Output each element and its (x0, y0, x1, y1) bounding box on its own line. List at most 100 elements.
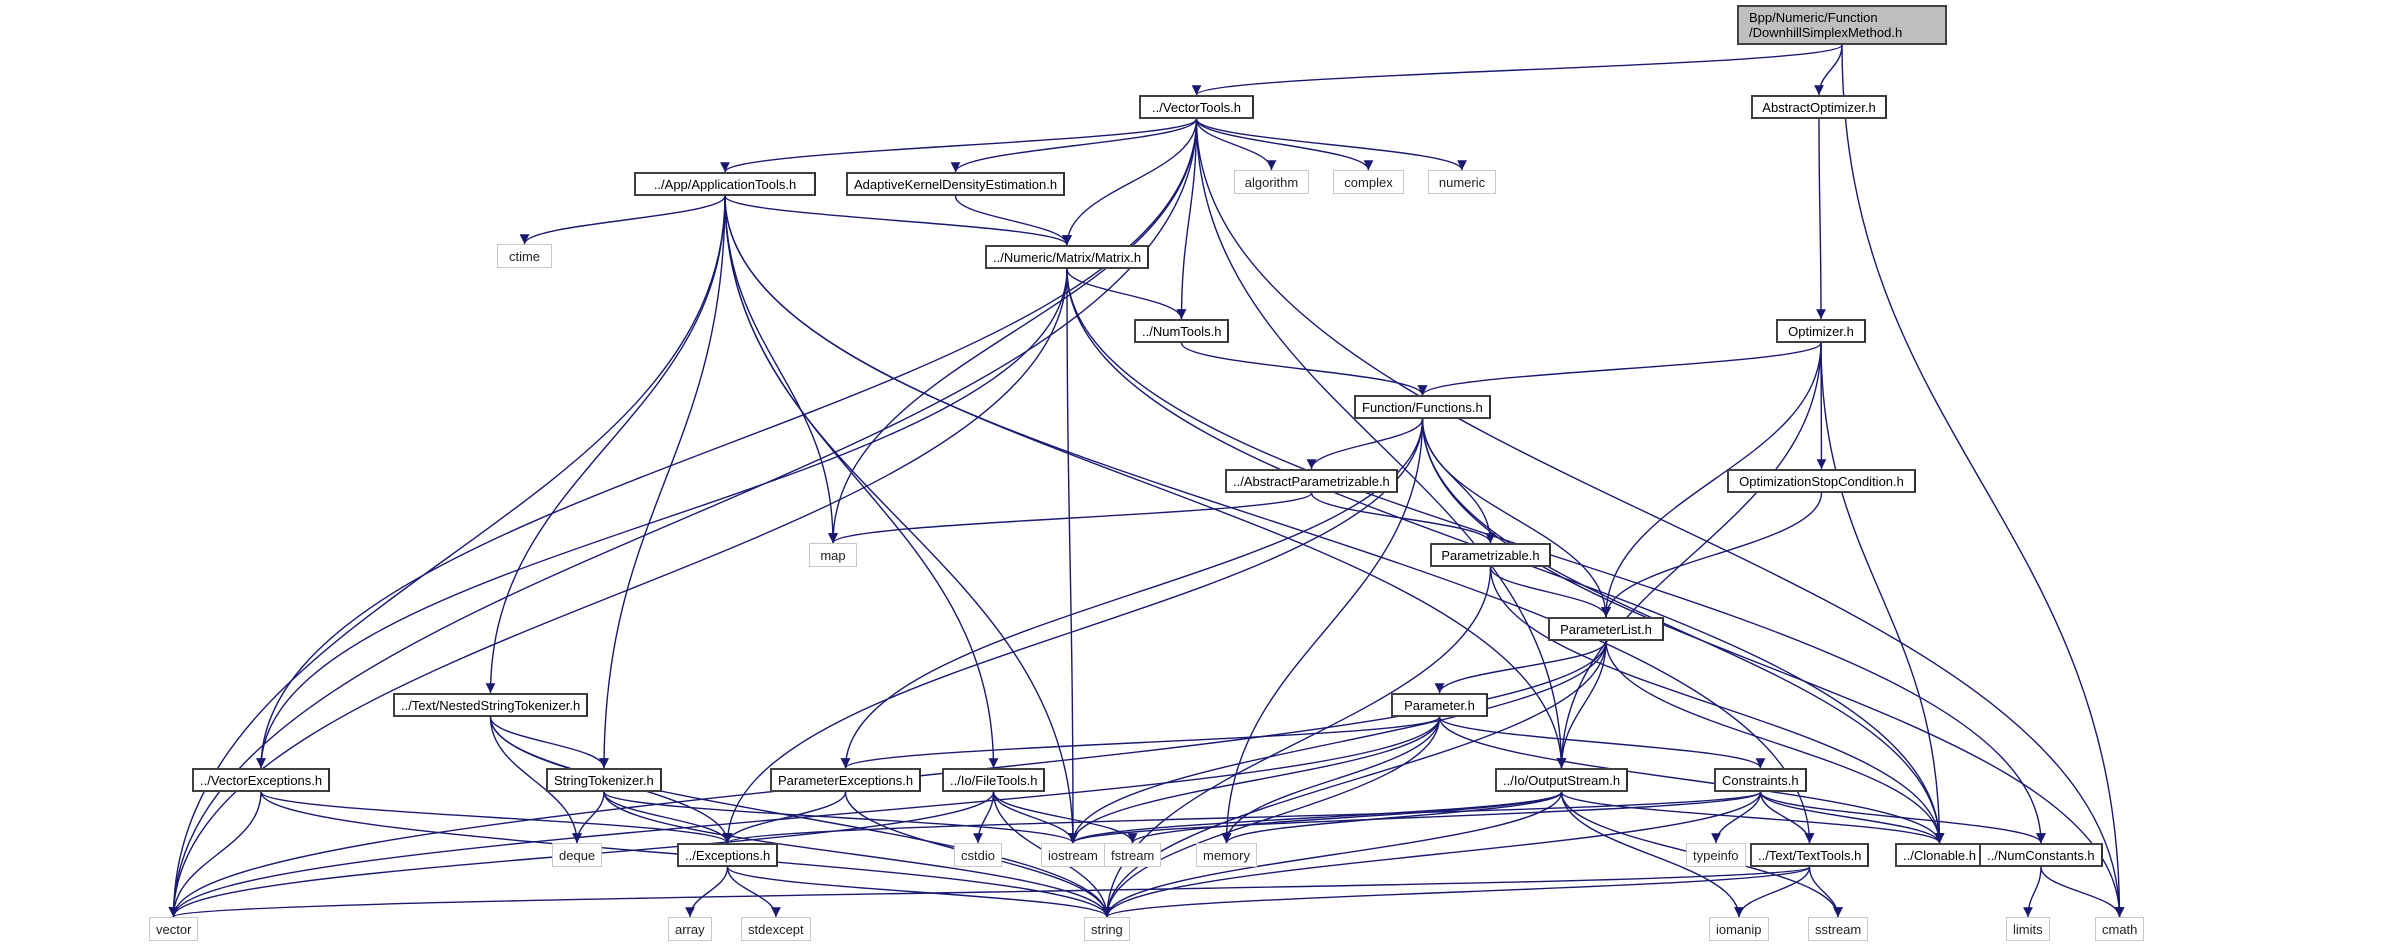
edge-AbstractParametrizable-to-Parametrizable (1310, 492, 1496, 544)
node-root-downhill-simplex-method[interactable]: Bpp/Numeric/Function /DownhillSimplexMet… (1737, 5, 1947, 45)
node-exceptions[interactable]: ../Exceptions.h (677, 843, 779, 867)
edge-Functions-to-cmath (1421, 418, 2125, 918)
edge-VectorTools-to-Matrix (1062, 118, 1198, 246)
node-vector: vector (149, 917, 199, 941)
edge-ParameterList-to-Clonable (1605, 640, 1945, 844)
edge-ParameterList-to-string (1102, 640, 1607, 918)
edge-AdaptiveKDE-to-Matrix (954, 195, 1072, 246)
node-text-tools[interactable]: ../Text/TextTools.h (1750, 843, 1870, 867)
edge-VectorTools-to-VectorExceptions (256, 118, 1198, 769)
edge-ParameterList-to-Parameter (1434, 640, 1607, 694)
node-application-tools[interactable]: ../App/ApplicationTools.h (634, 172, 816, 196)
node-nested-string-tokenizer[interactable]: ../Text/NestedStringTokenizer.h (393, 693, 589, 717)
node-typeinfo: typeinfo (1686, 843, 1746, 867)
edge-NumTools-to-Functions (1180, 342, 1428, 396)
node-cstdio: cstdio (954, 843, 1002, 867)
edge-ApplicationTools-to-OutputStream (724, 195, 1567, 769)
edge-Constraints-to-TextTools (1759, 791, 1815, 844)
node-clonable[interactable]: ../Clonable.h (1895, 843, 1984, 867)
edge-OutputStream-to-iomanip (1560, 791, 1744, 918)
edge-ApplicationTools-to-TextTools (724, 195, 1815, 844)
edge-Constraints-to-iostream (1068, 791, 1762, 844)
root-label-line-1: Bpp/Numeric/Function (1749, 10, 1878, 25)
edge-OutputStream-to-memory (1221, 791, 1563, 844)
edge-NestedStringTokenizer-to-StringTokenizer (489, 716, 609, 769)
node-num-tools[interactable]: ../NumTools.h (1134, 319, 1230, 343)
edge-Constraints-to-Clonable (1759, 791, 1945, 844)
edge-TextTools-to-vector (169, 866, 1811, 918)
edge-Exceptions-to-array (685, 866, 729, 918)
node-optimization-stop-condition[interactable]: OptimizationStopCondition.h (1727, 469, 1916, 493)
node-string-tokenizer[interactable]: StringTokenizer.h (546, 768, 662, 792)
edge-Parameter-to-Constraints (1438, 716, 1766, 769)
edge-VectorTools-to-map (828, 118, 1198, 544)
edge-AbstractOptimizer-to-Optimizer (1816, 118, 1826, 320)
node-fstream: fstream (1104, 843, 1162, 867)
node-vector-exceptions[interactable]: ../VectorExceptions.h (192, 768, 331, 792)
node-limits: limits (2006, 917, 2050, 941)
edge-Matrix-to-vector (168, 268, 1068, 918)
node-string: string (1084, 917, 1130, 941)
edge-FileTools-to-fstream (992, 791, 1138, 844)
edge-NestedStringTokenizer-to-deque (489, 716, 582, 844)
edge-Parametrizable-to-Clonable (1489, 566, 1945, 844)
edge-OptimizationStopCondition-to-ParameterList (1601, 492, 1823, 618)
node-functions[interactable]: Function/Functions.h (1354, 395, 1491, 419)
edge-VectorTools-to-OutputStream (1195, 118, 1567, 769)
node-parameter[interactable]: Parameter.h (1391, 693, 1488, 717)
node-constraints[interactable]: Constraints.h (1714, 768, 1807, 792)
node-algorithm: algorithm (1234, 170, 1309, 194)
node-cmath: cmath (2095, 917, 2145, 941)
edge-TextTools-to-string (1102, 866, 1811, 918)
node-vector-tools[interactable]: ../VectorTools.h (1139, 95, 1254, 119)
edge-Optimizer-to-Clonable (1820, 342, 1945, 844)
node-numeric: numeric (1428, 170, 1496, 194)
edge-VectorTools-to-AdaptiveKDE (950, 118, 1198, 173)
edge-ApplicationTools-to-ctime (519, 195, 726, 245)
edge-Exceptions-to-string (726, 866, 1112, 918)
node-stdexcept: stdexcept (741, 917, 811, 941)
edge-Matrix-to-NumTools (1066, 268, 1187, 320)
node-map: map (809, 543, 857, 567)
edge-Functions-to-memory (1221, 418, 1424, 844)
edge-ParameterList-to-OutputStream (1556, 640, 1607, 769)
edge-VectorTools-to-complex (1195, 118, 1374, 171)
edge-Parametrizable-to-ParameterList (1489, 566, 1611, 618)
node-optimizer[interactable]: Optimizer.h (1776, 319, 1866, 343)
node-parameter-list[interactable]: ParameterList.h (1548, 617, 1664, 641)
node-deque: deque (552, 843, 603, 867)
edge-Functions-to-Clonable (1421, 418, 1945, 844)
edge-Functions-to-AbstractParametrizable (1306, 418, 1424, 470)
root-label-line-2: /DownhillSimplexMethod.h (1749, 25, 1903, 40)
edge-VectorExceptions-to-Exceptions (260, 791, 733, 844)
node-abstract-parametrizable[interactable]: ../AbstractParametrizable.h (1225, 469, 1398, 493)
edge-ApplicationTools-to-vector (168, 195, 726, 918)
node-num-constants[interactable]: ../NumConstants.h (1979, 843, 2103, 867)
edge-Optimizer-to-OutputStream (1556, 342, 1822, 769)
edge-TextTools-to-iomanip (1734, 866, 1811, 918)
edge-Parameter-to-ParameterExceptions (840, 716, 1441, 769)
edge-ApplicationTools-to-FileTools (724, 195, 999, 769)
node-sstream: sstream (1808, 917, 1869, 941)
edge-Constraints-to-Exceptions (723, 791, 1762, 844)
edge-root-to-cmath (1841, 44, 2125, 918)
edge-VectorTools-to-cmath (1195, 118, 2125, 918)
edge-VectorTools-to-ApplicationTools (720, 118, 1198, 173)
edge-NumConstants-to-cmath (2040, 866, 2125, 918)
node-matrix[interactable]: ../Numeric/Matrix/Matrix.h (985, 245, 1150, 269)
node-output-stream[interactable]: ../Io/OutputStream.h (1495, 768, 1629, 792)
edge-ApplicationTools-to-StringTokenizer (599, 195, 726, 769)
node-adaptive-kernel-density-estimation[interactable]: AdaptiveKernelDensityEstimation.h (846, 172, 1066, 196)
edge-root-to-AbstractOptimizer (1814, 44, 1843, 96)
edge-Functions-to-ParameterList (1421, 418, 1611, 618)
node-file-tools[interactable]: ../Io/FileTools.h (942, 768, 1046, 792)
edge-Parameter-to-vector (168, 716, 1441, 918)
node-abstract-optimizer[interactable]: AbstractOptimizer.h (1751, 95, 1887, 119)
node-parameter-exceptions[interactable]: ParameterExceptions.h (770, 768, 922, 792)
edge-Matrix-to-iostream (1066, 268, 1078, 844)
edge-ApplicationTools-to-NestedStringTokenizer (485, 195, 726, 694)
edge-Parameter-to-Clonable (1438, 716, 1945, 844)
node-parametrizable[interactable]: Parametrizable.h (1430, 543, 1551, 567)
edge-Matrix-to-NumConstants (1066, 268, 2046, 844)
